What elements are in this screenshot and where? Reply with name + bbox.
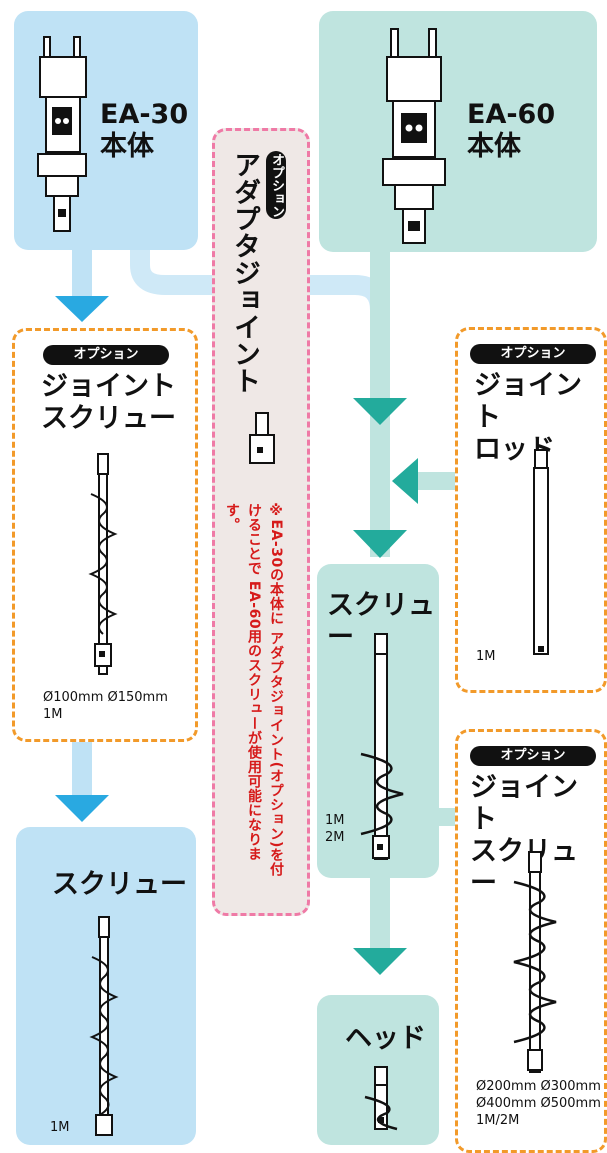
adapter-joint-panel: オプション アダプタジョイント ※EA-30の本体に アダプタジョイント(オプシ… — [212, 128, 310, 916]
screw-left-illustration — [89, 916, 119, 1136]
ea60-body-panel: EA-60 本体 — [319, 11, 597, 252]
screw-center-illustration — [360, 633, 404, 860]
head-illustration — [364, 1066, 398, 1131]
joint-screw-right-spec: Ø200mm Ø300mm Ø400mm Ø500mm 1M/2M — [476, 1079, 601, 1128]
adapter-note: ※EA-30の本体に アダプタジョイント(オプション)を付けることで EA-60… — [224, 503, 284, 877]
ea60-title: EA-60 本体 — [467, 99, 556, 162]
screw-center-panel: スクリュー 1M 2M — [317, 564, 439, 878]
ea60-machine-illustration — [382, 28, 446, 244]
screw-left-title: スクリュー — [52, 869, 187, 900]
joint-screw-right-badge: オプション — [470, 746, 596, 766]
joint-rod-illustration — [533, 449, 549, 655]
ea30-machine-illustration — [37, 36, 87, 232]
screw-left-panel: スクリュー 1M — [16, 827, 196, 1145]
joint-screw-left-panel: オプション ジョイント スクリュー Ø100mm Ø150mm 1M — [12, 328, 198, 742]
screw-left-spec: 1M — [50, 1120, 70, 1135]
joint-screw-left-title: ジョイント スクリュー — [41, 371, 176, 434]
joint-screw-right-title: ジョイント スクリュー — [470, 772, 578, 899]
adapter-badge: オプション — [266, 151, 286, 219]
joint-screw-left-badge: オプション — [43, 345, 169, 365]
joint-rod-panel: オプション ジョイント ロッド 1M — [455, 327, 607, 693]
joint-rod-spec: 1M — [476, 649, 496, 664]
head-title: ヘッド — [345, 1023, 426, 1054]
screw-center-title: スクリュー — [327, 590, 435, 653]
head-panel: ヘッド — [317, 995, 439, 1145]
joint-screw-right-panel: オプション ジョイント スクリュー Ø200mm Ø300mm Ø400mm Ø… — [455, 729, 607, 1153]
joint-screw-left-illustration — [88, 453, 118, 675]
joint-rod-badge: オプション — [470, 344, 596, 364]
joint-screw-right-illustration — [513, 851, 557, 1073]
screw-center-spec: 1M 2M — [325, 813, 345, 845]
adapter-title: アダプタジョイント — [229, 151, 260, 394]
ea30-body-panel: EA-30 本体 — [14, 11, 198, 250]
ea30-title: EA-30 本体 — [100, 99, 189, 162]
adapter-joint-illustration — [249, 412, 275, 464]
joint-screw-left-spec: Ø100mm Ø150mm 1M — [43, 690, 168, 722]
